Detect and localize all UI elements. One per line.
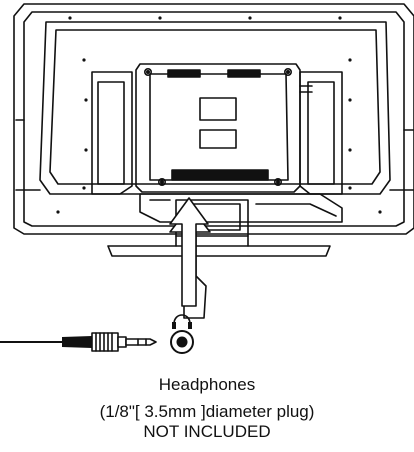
- up-arrow-icon: [169, 197, 211, 319]
- caption-not-included: NOT INCLUDED: [143, 422, 271, 441]
- headphones-icon: [172, 314, 192, 329]
- headphone-jack-icon: [170, 330, 194, 354]
- audio-plug-icon: [0, 332, 157, 352]
- stand-neck: [139, 193, 343, 237]
- tv-back-cover: [13, 3, 414, 235]
- caption-title: Headphones: [158, 375, 256, 394]
- caption-plug-size: (1/8"[ 3.5mm ]diameter plug): [99, 402, 315, 421]
- stand-base: [107, 235, 331, 257]
- io-panel: [135, 63, 313, 193]
- screw-dots: [56, 16, 382, 214]
